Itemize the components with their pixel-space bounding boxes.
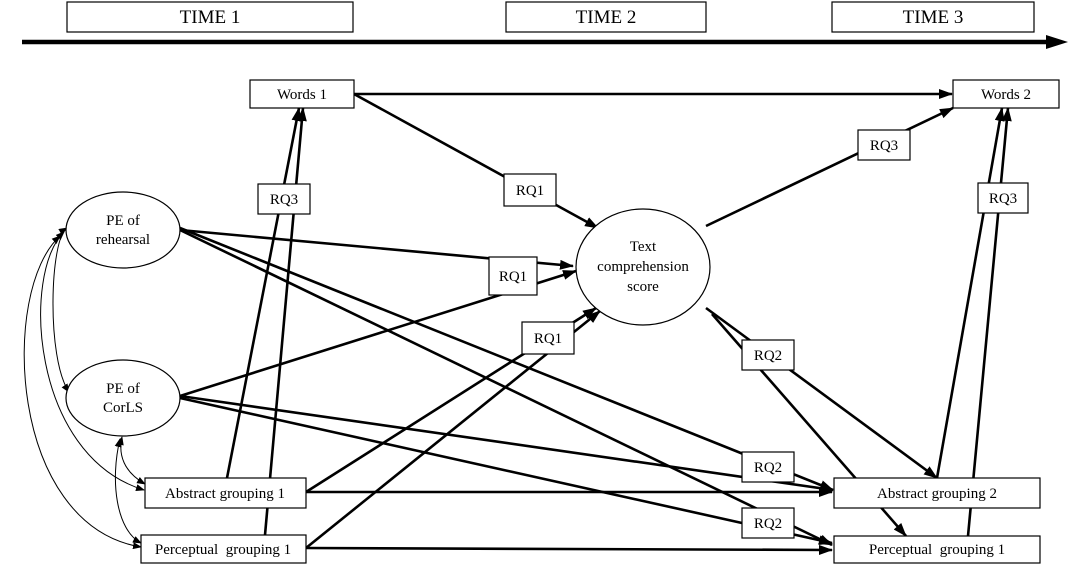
node-pe-corls-line1: PE of: [106, 381, 140, 397]
node-perceptual-grouping-1-left: Perceptual grouping 1: [140, 534, 307, 564]
rq3-label-top-right: RQ3: [857, 129, 911, 161]
node-abstract-grouping-1-label: Abstract grouping 1: [165, 486, 285, 502]
time-3-label: TIME 3: [903, 7, 964, 28]
rq3-right-text: RQ3: [989, 191, 1017, 207]
rq1-mid-text: RQ1: [499, 269, 527, 285]
correlation-arcs: [23, 227, 146, 550]
node-perceptual-grouping-1-left-label: Perceptual grouping 1: [155, 542, 291, 558]
rq2-mid-text: RQ2: [754, 460, 782, 476]
time-1-label: TIME 1: [180, 7, 241, 28]
node-text-comprehension-line2: comprehension: [597, 259, 689, 275]
rq2-label-upper: RQ2: [741, 339, 795, 371]
node-text-comprehension-line1: Text: [630, 239, 657, 255]
rq2-label-low: RQ2: [741, 507, 795, 539]
rq3-top-right-text: RQ3: [870, 138, 898, 154]
rq1-low-text: RQ1: [534, 331, 562, 347]
node-pe-corls-line2: CorLS: [103, 400, 143, 416]
node-pe-rehearsal-line2: rehearsal: [96, 232, 150, 248]
rq2-label-mid: RQ2: [741, 451, 795, 483]
node-pe-rehearsal-line1: PE of: [106, 213, 140, 229]
rq2-upper-text: RQ2: [754, 348, 782, 364]
rq2-low-text: RQ2: [754, 516, 782, 532]
rq3-label-right: RQ3: [977, 182, 1029, 214]
node-text-comprehension-line3: score: [627, 279, 659, 295]
node-words-1: Words 1: [249, 79, 355, 109]
rq1-label-top: RQ1: [503, 173, 557, 207]
node-words-2: Words 2: [952, 79, 1060, 109]
rq3-label-left: RQ3: [257, 183, 311, 215]
node-perceptual-grouping-1-right-label: Perceptual grouping 1: [869, 542, 1005, 558]
node-words-1-label: Words 1: [277, 87, 327, 103]
time-2-label: TIME 2: [576, 7, 637, 28]
time-3-box: TIME 3: [831, 1, 1035, 33]
node-perceptual-grouping-1-right: Perceptual grouping 1: [833, 535, 1041, 564]
node-abstract-grouping-2: Abstract grouping 2: [833, 477, 1041, 509]
node-pe-corls: PE of CorLS: [65, 359, 181, 437]
time-2-box: TIME 2: [505, 1, 707, 33]
rq1-top-text: RQ1: [516, 183, 544, 199]
rq1-label-low: RQ1: [521, 321, 575, 355]
time-1-box: TIME 1: [66, 1, 354, 33]
node-text-comprehension: Text comprehension score: [575, 208, 711, 326]
node-abstract-grouping-1: Abstract grouping 1: [144, 477, 307, 509]
node-words-2-label: Words 2: [981, 87, 1031, 103]
rq3-left-text: RQ3: [270, 192, 298, 208]
node-pe-rehearsal: PE of rehearsal: [65, 191, 181, 269]
node-abstract-grouping-2-label: Abstract grouping 2: [877, 486, 997, 502]
timeline-arrow: [22, 35, 1068, 49]
rq1-label-mid: RQ1: [488, 256, 538, 296]
